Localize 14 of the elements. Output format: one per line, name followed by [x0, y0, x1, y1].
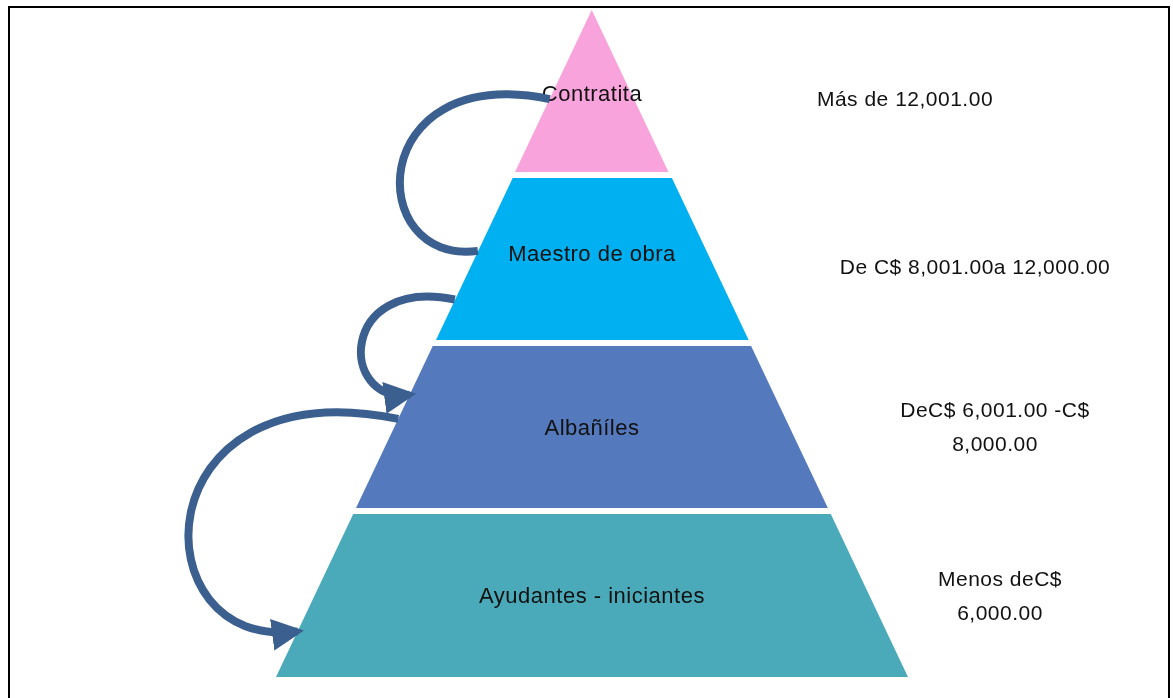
- salary-label: Más de 12,001.00: [815, 86, 995, 112]
- pyramid-tier: [356, 346, 828, 508]
- tier-label: Maestro de obra: [507, 240, 677, 268]
- pyramid-tier: [435, 178, 749, 340]
- curved-connector: [396, 90, 551, 255]
- tier-label: Contratita: [540, 80, 644, 108]
- curved-arrow: [357, 292, 456, 411]
- tier-label: Albañíles: [543, 414, 641, 442]
- salary-label: DeC$ 6,001.00 -C$ 8,000.00: [899, 397, 1091, 457]
- pyramid-tier: [276, 514, 908, 677]
- tier-label: Ayudantes - iniciantes: [478, 582, 706, 610]
- salary-label: De C$ 8,001.00a 12,000.00: [838, 254, 1112, 280]
- salary-label: Menos deC$ 6,000.00: [936, 566, 1064, 626]
- pyramid-apex: [515, 10, 669, 172]
